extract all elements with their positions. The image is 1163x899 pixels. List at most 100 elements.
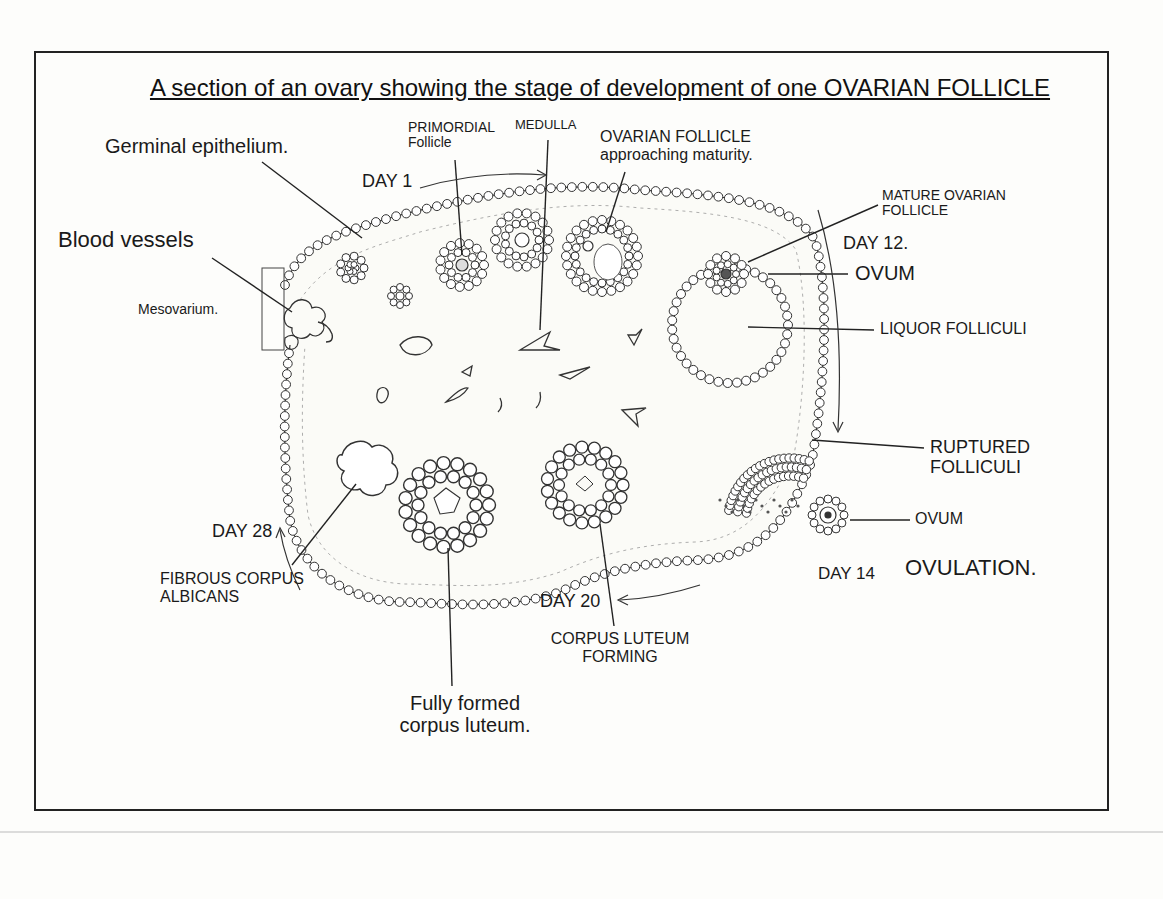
epithelial-cell [283, 485, 292, 494]
maturing-follicle [580, 283, 589, 292]
primordial-follicle [462, 273, 470, 281]
part-label: Fully formed corpus luteum. [380, 692, 550, 736]
corpus-luteum [470, 499, 482, 511]
released-cell [736, 498, 739, 501]
primordial-follicle [469, 253, 477, 261]
epithelial-cell [621, 564, 630, 573]
epithelial-cell [469, 600, 478, 609]
part-label: Mesovarium. [138, 302, 218, 317]
epithelial-cell [693, 190, 702, 199]
germinal-cell [360, 264, 368, 272]
epithelial-cell [354, 590, 363, 599]
corpus-luteum [404, 479, 417, 492]
ruptured-follicle-cell [805, 457, 813, 465]
germinal-cell [337, 268, 345, 276]
stage-label: OVULATION. [905, 556, 1037, 580]
epithelial-cell [433, 202, 442, 211]
part-label: Germinal epithelium. [105, 135, 288, 157]
primordial-follicle [436, 256, 445, 265]
epithelial-cell [735, 196, 744, 205]
epithelial-cell [427, 599, 436, 608]
corpus-luteum [423, 522, 435, 534]
epithelial-cell [769, 524, 778, 533]
primordial-follicle [448, 269, 456, 277]
epithelial-cell [332, 231, 341, 240]
epithelial-cell [392, 212, 401, 221]
corpus-luteum-forming [585, 454, 596, 465]
epithelial-cell [395, 598, 404, 607]
corpus-luteum [483, 499, 496, 512]
corpus-luteum-forming [542, 473, 554, 485]
corpus-luteum [480, 485, 493, 498]
maturing-follicle [632, 242, 641, 251]
mature-follicle [758, 368, 767, 377]
maturing-follicle [624, 260, 632, 268]
epithelial-cell [310, 562, 319, 571]
part-label: LIQUOR FOLLICULI [880, 320, 1027, 338]
epithelial-cell [814, 409, 823, 418]
epithelial-cell [526, 186, 535, 195]
mature-follicle [677, 352, 686, 361]
corpus-luteum-forming [542, 485, 554, 497]
mature-follicle [705, 375, 714, 384]
maturing-follicle [590, 278, 598, 286]
nucleus [825, 512, 831, 518]
epithelial-cell [813, 419, 822, 428]
epithelial-cell [557, 183, 566, 192]
corpus-luteum [399, 505, 412, 518]
epithelial-cell [372, 218, 381, 227]
epithelial-cell [285, 349, 294, 358]
released-cell [772, 498, 775, 501]
corpus-luteum [437, 457, 450, 470]
epithelial-cell [765, 204, 774, 213]
epithelial-cell [683, 189, 692, 198]
mature-follicle [733, 378, 742, 387]
epithelial-cell [406, 598, 415, 607]
mature-follicle [714, 377, 723, 386]
ovum [721, 269, 731, 279]
primordial-follicle [471, 261, 479, 269]
epithelial-cell [285, 506, 294, 515]
epithelial-cell [812, 430, 821, 439]
page-rule [0, 832, 1163, 833]
corpus-luteum [404, 519, 417, 532]
growing-follicle [492, 245, 501, 254]
cumulus-oophorus [722, 252, 731, 261]
maturing-follicle [563, 242, 572, 251]
maturing-follicle [572, 277, 581, 286]
maturing-follicle [623, 226, 632, 235]
epithelial-cell [784, 212, 793, 221]
mature-follicle [697, 371, 706, 380]
corpus-luteum-forming [546, 497, 558, 509]
growing-follicle [533, 228, 541, 236]
epithelial-cell [531, 594, 540, 603]
maturing-follicle [598, 279, 606, 287]
corona-radiata [810, 519, 818, 527]
epithelial-cell [641, 560, 650, 569]
epithelial-cell [609, 183, 618, 192]
epithelial-cell [515, 187, 524, 196]
growing-follicle [513, 262, 522, 271]
epithelial-cell [662, 187, 671, 196]
epithelial-cell [744, 543, 753, 552]
epithelial-cell [745, 198, 754, 207]
central-clot [576, 476, 593, 491]
ruptured-follicle-cell [802, 465, 810, 473]
epithelial-cell [382, 215, 391, 224]
cycle-arrows [276, 170, 843, 605]
maturing-follicle [623, 277, 632, 286]
corpus-luteum-forming [574, 454, 585, 465]
epithelial-cell [704, 191, 713, 200]
corpus-luteum [448, 471, 460, 483]
corpus-luteum-forming [553, 507, 565, 519]
mature-follicle [672, 298, 681, 307]
epithelial-cell [322, 236, 331, 245]
epithelial-cell [521, 596, 530, 605]
epithelial-cell [505, 188, 514, 197]
corpus-luteum [474, 473, 487, 486]
corpus-luteum-forming [576, 441, 588, 453]
epithelial-cell [724, 194, 733, 203]
epithelial-cell [782, 507, 791, 516]
growing-follicle [522, 262, 531, 271]
maturing-follicle [598, 288, 607, 297]
